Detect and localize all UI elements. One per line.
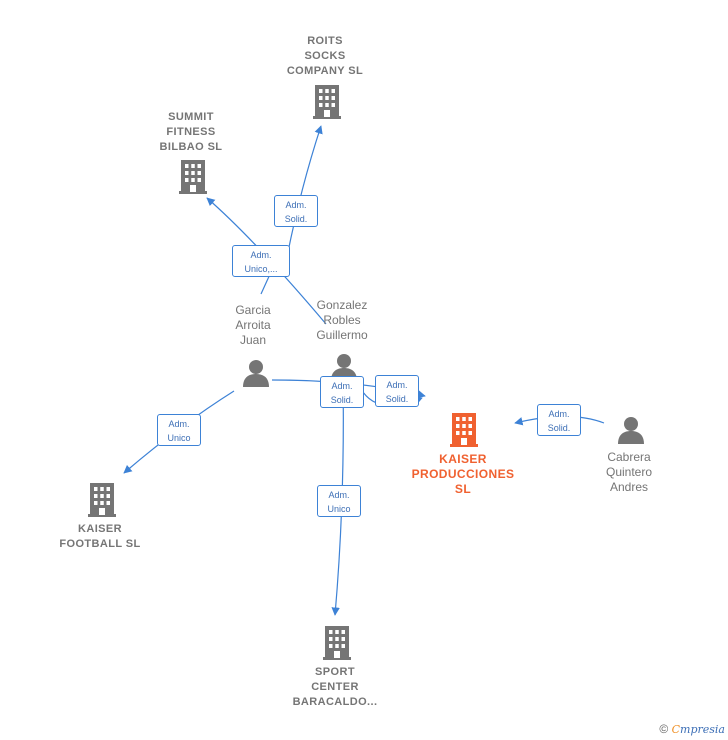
- kaiser-produc-label[interactable]: KAISER PRODUCCIONES SL: [411, 452, 515, 496]
- kaiser-football-building-icon[interactable]: [88, 483, 116, 517]
- garcia-label[interactable]: Garcia Arroita Juan: [235, 303, 271, 347]
- rel-garcia-football[interactable]: Adm. Unico: [157, 414, 201, 446]
- kaiser-produc-building-icon[interactable]: [450, 413, 478, 447]
- brand-name: mpresia: [680, 723, 725, 736]
- brand-initial: C: [671, 723, 681, 736]
- summit-label[interactable]: SUMMIT FITNESS BILBAO SL: [159, 111, 223, 153]
- gonzalez-label[interactable]: Gonzalez Robles Guillermo: [316, 298, 368, 342]
- garcia-person-icon[interactable]: [243, 360, 269, 387]
- rel-gonzalez-kaiser-prod[interactable]: Adm. Solid.: [375, 375, 419, 407]
- summit-building-icon[interactable]: [179, 160, 207, 194]
- sport-center-building-icon[interactable]: [323, 626, 351, 660]
- rel-garcia-summit[interactable]: Adm. Unico,...: [232, 245, 290, 277]
- cabrera-label[interactable]: Cabrera Quintero Andres: [605, 450, 653, 494]
- rel-gonzalez-sport[interactable]: Adm. Unico: [317, 485, 361, 517]
- roits-label[interactable]: ROITS SOCKS COMPANY SL: [286, 35, 364, 77]
- rel-cabrera-kaiser-prod[interactable]: Adm. Solid.: [537, 404, 581, 436]
- cabrera-person-icon[interactable]: [618, 417, 644, 444]
- rel-gonzalez-roits[interactable]: Adm. Solid.: [274, 195, 318, 227]
- copyright-icon: ©: [659, 722, 669, 736]
- edge-gonzalez-roits: [285, 125, 323, 263]
- kaiser-football-label[interactable]: KAISER FOOTBALL SL: [59, 523, 141, 550]
- roits-building-icon[interactable]: [313, 85, 341, 119]
- sport-center-label[interactable]: SPORT CENTER BARACALDO...: [292, 666, 378, 708]
- footer-brand: © Cmpresia: [659, 722, 725, 736]
- rel-garcia-kaiser-prod[interactable]: Adm. Solid.: [320, 376, 364, 408]
